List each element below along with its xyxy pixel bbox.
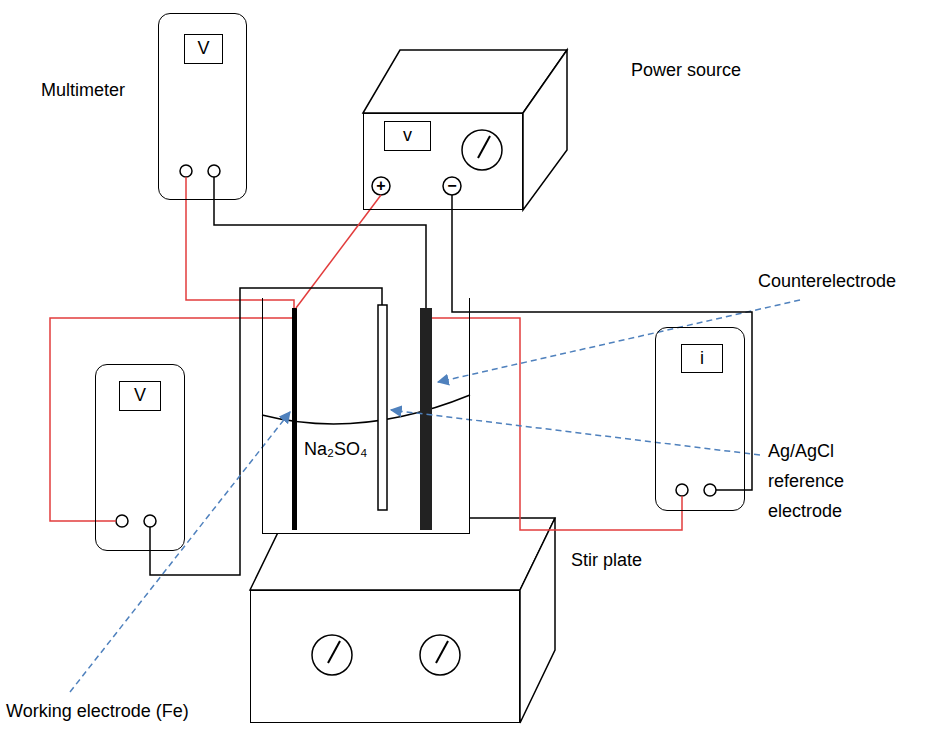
multimeter: MultimeterV xyxy=(158,13,247,200)
stir-dial xyxy=(312,635,352,675)
reference-electrode xyxy=(378,305,387,510)
black-wire xyxy=(452,210,752,490)
red-wire xyxy=(50,318,292,521)
power-dial xyxy=(462,130,502,170)
dial-needle xyxy=(328,641,340,663)
terminal-sign: + xyxy=(372,177,390,195)
stir-dial xyxy=(420,635,460,675)
terminal-sign: − xyxy=(443,177,461,195)
meter-terminal xyxy=(116,515,128,527)
beaker: Na₂SO₄ xyxy=(262,298,470,534)
meter-display: V xyxy=(119,381,161,411)
meter-terminal xyxy=(144,515,156,527)
device-name: Power source xyxy=(631,59,741,81)
meter-terminal xyxy=(676,484,688,496)
working-electrode xyxy=(292,308,297,530)
negative-terminal xyxy=(443,177,461,195)
meter-display: v xyxy=(384,121,431,151)
meter-terminal xyxy=(208,165,220,177)
meter-display: i xyxy=(681,344,723,373)
voltmeter: V xyxy=(95,364,185,551)
leader-line xyxy=(70,412,290,692)
leader-line xyxy=(391,410,760,455)
dial-needle xyxy=(436,641,448,663)
stir-plate: Stir plate xyxy=(250,590,520,723)
black-wire xyxy=(716,489,745,491)
wire xyxy=(451,195,453,210)
positive-terminal xyxy=(372,177,390,195)
callout-label: Working electrode (Fe) xyxy=(6,700,189,722)
device-name: Stir plate xyxy=(571,549,642,571)
ammeter: i xyxy=(655,327,745,511)
solution-label: Na₂SO₄ xyxy=(304,438,367,460)
callout-label: Counterelectrode xyxy=(758,270,896,292)
device-name: Multimeter xyxy=(41,79,125,101)
stir-plate-side xyxy=(520,518,555,723)
meter-terminal xyxy=(180,165,192,177)
dial-needle xyxy=(478,136,490,158)
meter-display: V xyxy=(184,34,223,64)
red-wire xyxy=(296,195,381,308)
power-source: Power sourcev xyxy=(363,113,523,210)
counter-electrode xyxy=(420,308,432,530)
power-source-side xyxy=(523,50,567,210)
meter-terminal xyxy=(704,484,716,496)
callout-label: Ag/AgCl reference electrode xyxy=(768,436,893,526)
